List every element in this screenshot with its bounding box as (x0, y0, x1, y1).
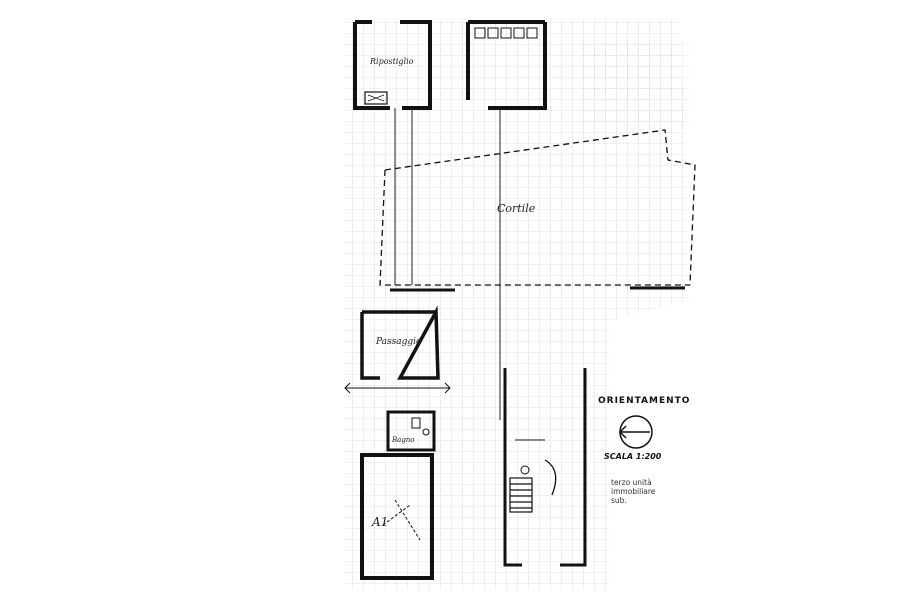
label-room-top-left: Ripostiglio (369, 57, 414, 66)
unit-note: terzo unità immobiliare sub. (611, 478, 656, 505)
courtyard-walls (390, 286, 685, 292)
apartment-a1 (360, 453, 434, 580)
hall-room (344, 305, 451, 394)
grid-hatch (345, 20, 690, 590)
label-hall: Passaggio (375, 337, 422, 347)
orientation-title: ORIENTAMENTO (598, 396, 691, 406)
label-apartment: A1 (371, 515, 388, 529)
room-top-left (353, 20, 432, 110)
label-courtyard: Cortile (497, 202, 536, 215)
stairwell (503, 368, 587, 567)
scale-label: SCALA 1:200 (604, 452, 662, 461)
label-bathroom: Bagno (391, 436, 415, 444)
bathroom (386, 410, 436, 452)
compass-icon (618, 415, 653, 449)
courtyard-outline (379, 129, 696, 286)
room-top-right (466, 20, 547, 110)
guide-lines (394, 108, 501, 420)
